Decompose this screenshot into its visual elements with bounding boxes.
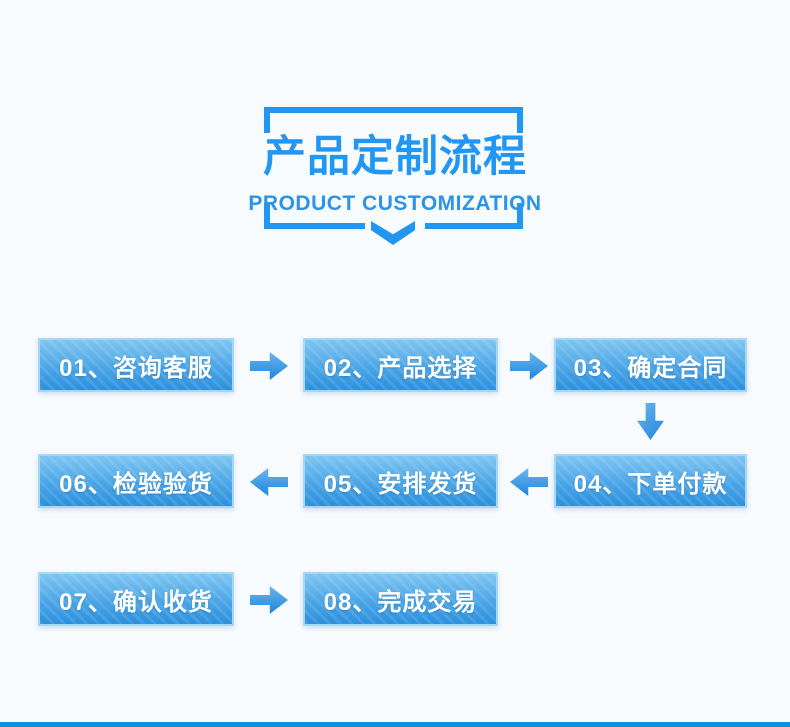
arrow-right-icon bbox=[250, 586, 288, 614]
title-frame-bottom-left-bracket bbox=[264, 203, 365, 229]
flow-step-1-label: 01、咨询客服 bbox=[59, 354, 213, 382]
flow-step-5-label: 05、安排发货 bbox=[323, 470, 478, 498]
arrow-right-icon bbox=[250, 352, 288, 380]
flow-step-2: 02、产品选择 bbox=[303, 338, 498, 392]
flow-step-8-label: 08、完成交易 bbox=[323, 588, 478, 616]
page-subtitle: PRODUCT CUSTOMIZATION bbox=[248, 192, 542, 215]
flow-step-2-label: 02、产品选择 bbox=[323, 354, 478, 382]
bottom-divider-bar bbox=[0, 722, 790, 727]
title-frame-top-bracket bbox=[264, 107, 523, 133]
flow-step-6: 06、检验验货 bbox=[38, 454, 234, 508]
flow-step-8: 08、完成交易 bbox=[303, 572, 498, 626]
page-title: 产品定制流程 bbox=[263, 133, 527, 181]
flow-step-7: 07、确认收货 bbox=[38, 572, 234, 626]
title-frame-bottom-right-bracket bbox=[425, 203, 523, 229]
flow-step-5: 05、安排发货 bbox=[303, 454, 498, 508]
flow-step-6-label: 06、检验验货 bbox=[59, 470, 213, 498]
arrow-down-icon bbox=[637, 403, 664, 440]
flow-step-3: 03、确定合同 bbox=[554, 338, 747, 392]
arrow-right-icon bbox=[510, 352, 548, 380]
arrow-left-icon bbox=[510, 468, 548, 496]
flow-step-4-label: 04、下单付款 bbox=[573, 470, 728, 498]
arrow-left-icon bbox=[250, 468, 288, 496]
flow-step-3-label: 03、确定合同 bbox=[573, 354, 728, 382]
flow-step-7-label: 07、确认收货 bbox=[59, 588, 213, 616]
flow-step-1: 01、咨询客服 bbox=[38, 338, 234, 392]
chevron-down-icon bbox=[371, 221, 415, 245]
flow-step-4: 04、下单付款 bbox=[554, 454, 747, 508]
